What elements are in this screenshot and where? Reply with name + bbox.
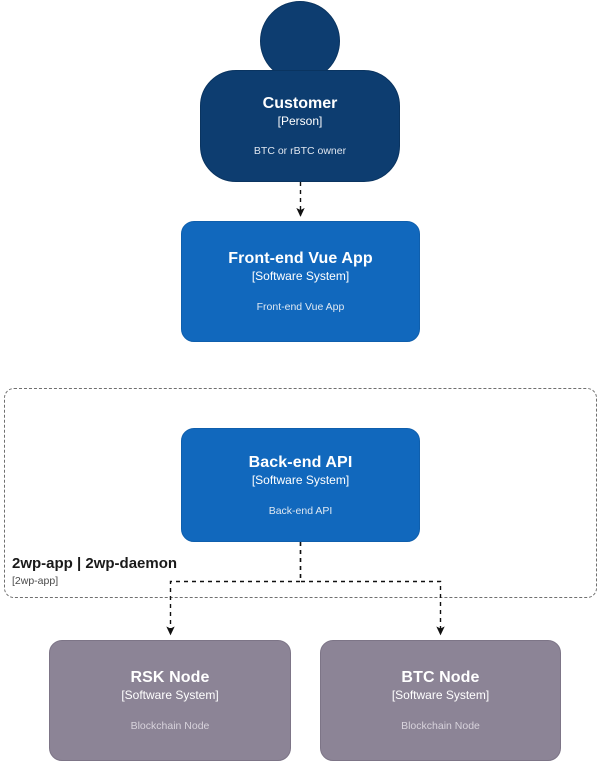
- node-btc-node[interactable]: BTC Node [Software System] Blockchain No…: [320, 640, 561, 761]
- node-rsk-node[interactable]: RSK Node [Software System] Blockchain No…: [49, 640, 291, 761]
- person-body: Customer [Person] BTC or rBTC owner: [200, 70, 400, 182]
- boundary-name: 2wp-app | 2wp-daemon: [12, 555, 178, 572]
- node-description: Back-end API: [268, 504, 333, 517]
- node-type: [Software System]: [251, 472, 350, 487]
- node-title: Back-end API: [248, 453, 353, 471]
- node-description: Front-end Vue App: [256, 301, 345, 313]
- boundary-type: [2wp-app]: [12, 575, 59, 587]
- node-description: Blockchain Node: [401, 720, 480, 732]
- node-frontend-vue-app[interactable]: Front-end Vue App [Software System] Fron…: [181, 221, 420, 342]
- node-type: [Software System]: [391, 688, 490, 702]
- node-description: BTC or rBTC owner: [253, 145, 347, 157]
- node-title: BTC Node: [401, 669, 480, 686]
- node-type: [Software System]: [251, 269, 350, 283]
- node-type: [Software System]: [121, 688, 219, 702]
- node-description: Blockchain Node: [130, 720, 210, 732]
- boundary-label: 2wp-app | 2wp-daemon [2wp-app]: [12, 555, 312, 588]
- node-title: Front-end Vue App: [228, 250, 373, 267]
- node-title: RSK Node: [130, 669, 210, 686]
- node-title: Customer: [262, 95, 338, 112]
- person-head-icon: [260, 1, 340, 81]
- node-customer[interactable]: Customer [Person] BTC or rBTC owner: [200, 0, 400, 183]
- node-backend-api[interactable]: Back-end API [Software System] Back-end …: [181, 428, 420, 542]
- node-type: [Person]: [277, 114, 323, 128]
